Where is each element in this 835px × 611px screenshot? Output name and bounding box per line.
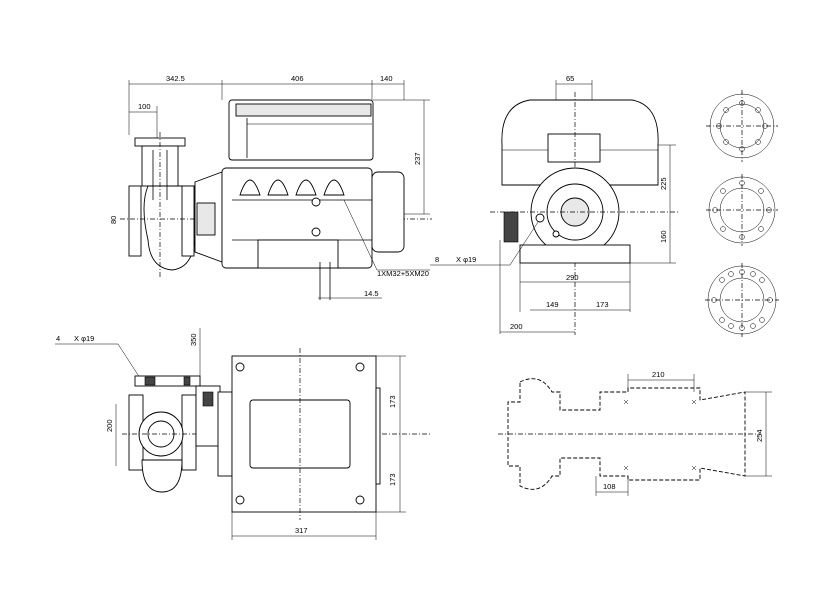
- dim-200: 200: [510, 322, 523, 331]
- dim-406: 406: [291, 74, 304, 83]
- dim-173-upper: 173: [388, 395, 397, 408]
- dim-210: 210: [652, 370, 665, 379]
- dim-342-5: 342.5: [166, 74, 185, 83]
- top-hole-spec-19: X φ19: [74, 334, 94, 343]
- dim-65: 65: [566, 74, 574, 83]
- dim-237: 237: [413, 152, 422, 165]
- hole-count-8: 8: [435, 255, 439, 264]
- dim-149: 149: [546, 300, 559, 309]
- hole-count-4: 4: [56, 334, 60, 343]
- hole-spec-19: X φ19: [456, 255, 476, 264]
- dim-108: 108: [603, 482, 616, 491]
- dim-254: 254: [755, 429, 764, 442]
- dim-80: 80: [109, 216, 118, 224]
- dim-173-lower: 173: [388, 473, 397, 486]
- end-view: 65 225 160 8 X φ19 290 149 173: [430, 74, 680, 335]
- dim-173: 173: [596, 300, 609, 309]
- dim-14-5: 14.5: [364, 289, 379, 298]
- footprint-view: 210 254 108: [498, 370, 772, 496]
- top-view: 4 X φ19 350 200 173 173: [55, 328, 432, 540]
- dim-140: 140: [380, 74, 393, 83]
- dim-100: 100: [138, 102, 151, 111]
- dim-225: 225: [659, 177, 668, 190]
- flange-patterns: [705, 90, 779, 337]
- dim-317: 317: [295, 526, 308, 535]
- side-view: 342.5 406 140 100 80 237: [109, 74, 432, 300]
- dim-290: 290: [566, 273, 579, 282]
- dim-160: 160: [659, 230, 668, 243]
- dim-350: 350: [189, 333, 198, 346]
- cable-entry-label: 1XM32+5XM20: [377, 269, 429, 278]
- dim-200-top: 200: [105, 419, 114, 432]
